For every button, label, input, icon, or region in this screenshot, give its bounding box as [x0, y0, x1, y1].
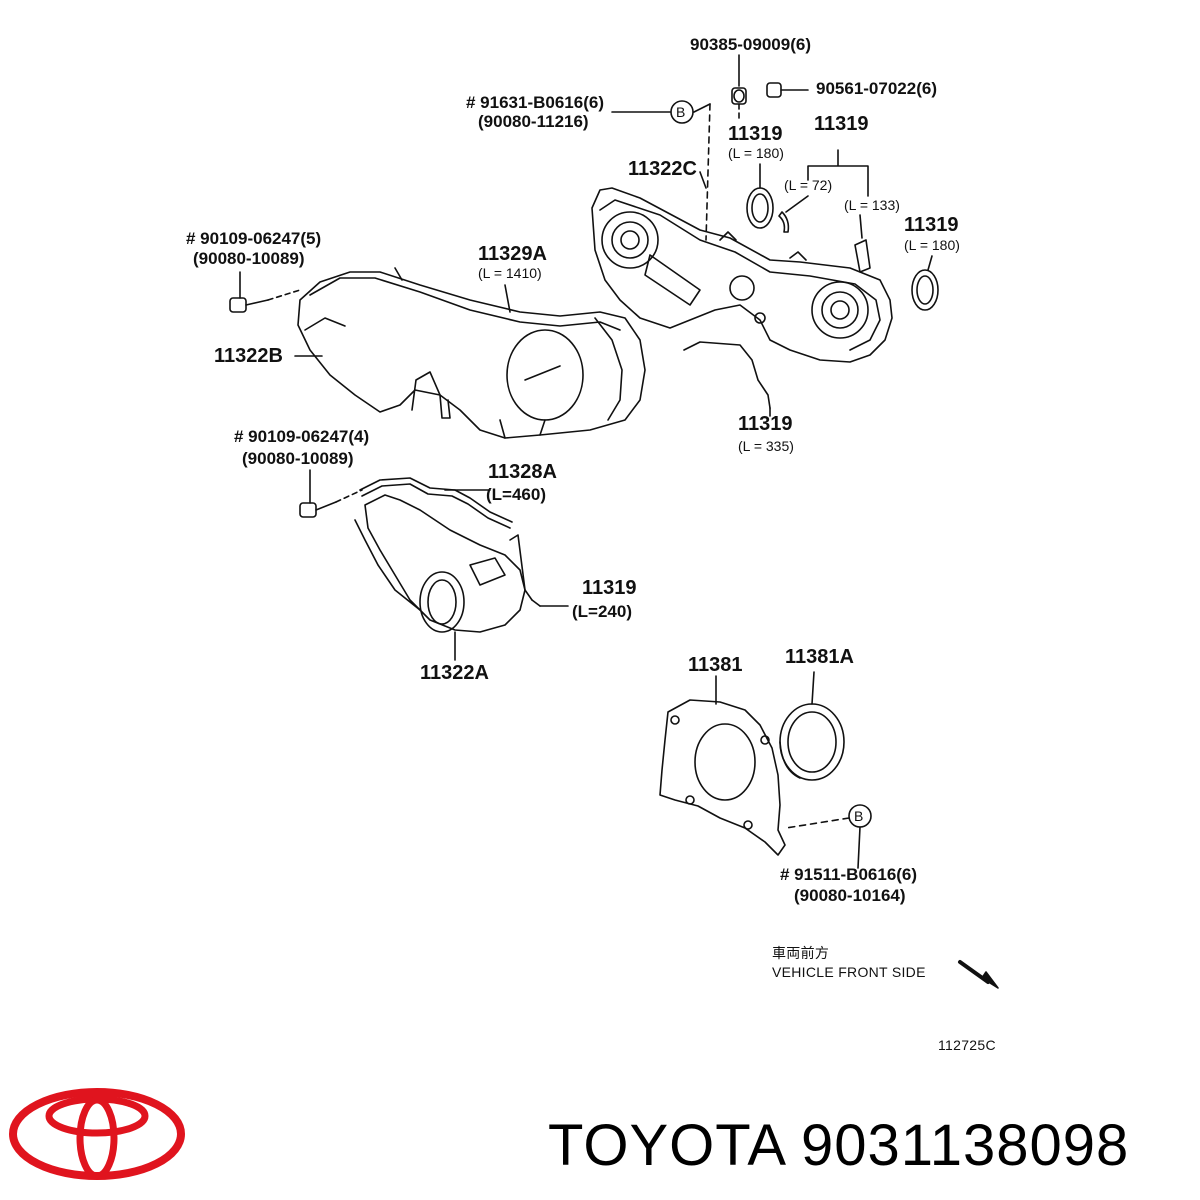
label-11319-c-length: (L = 180)	[904, 237, 960, 253]
seal-strip-11319-b2	[854, 214, 871, 273]
label-bolt-90080-10164: (90080-10164)	[794, 886, 906, 905]
circle-b-lower-label: B	[854, 808, 864, 824]
label-11322b: 11322B	[214, 345, 283, 367]
label-11319-e-length: (L=240)	[572, 602, 632, 621]
label-bolt-90080-10089-lower: (90080-10089)	[242, 449, 354, 468]
label-11319-e: 11319	[582, 577, 637, 599]
label-11322a: 11322A	[420, 662, 489, 684]
washer-90561-icon	[766, 82, 809, 98]
label-11319-b: 11319	[814, 113, 869, 135]
label-bolt-90080-10089-upper: (90080-10089)	[193, 249, 305, 268]
timing-cover-11322c	[591, 187, 893, 363]
seal-strip-11319-b1	[778, 195, 809, 233]
label-11319-a-length: (L = 180)	[728, 145, 784, 161]
vehicle-front-japanese: 車両前方	[772, 945, 830, 961]
bolt-90109-lower-icon	[299, 469, 363, 518]
gasket-strip-11319-d	[683, 341, 771, 409]
label-11381: 11381	[688, 654, 743, 676]
label-11319-b-length-2: (L = 133)	[844, 197, 900, 213]
label-11319-c: 11319	[904, 214, 959, 236]
timing-cover-11322a	[354, 494, 541, 633]
label-11329a-length: (L = 1410)	[478, 265, 542, 281]
seal-ring-11319-a	[746, 163, 774, 229]
circle-b-upper-icon	[670, 100, 694, 124]
circle-b-upper-label: B	[676, 104, 686, 120]
part-caption: TOYOTA 9031138098	[548, 1113, 1130, 1178]
label-11329a: 11329A	[478, 243, 547, 265]
oil-seal-11381a	[779, 703, 845, 781]
toyota-logo-icon	[9, 1088, 185, 1180]
label-bolt-90080-11216: (90080-11216)	[478, 112, 589, 131]
figure-code: 112725C	[938, 1037, 996, 1053]
label-bolt-91511: # 91511-B0616(6)	[780, 865, 918, 884]
label-11328a: 11328A	[488, 461, 557, 483]
bolt-90109-upper-icon	[229, 271, 301, 313]
label-11328a-length: (L=460)	[486, 485, 546, 504]
label-bolt-90109-upper: # 90109-06247(5)	[186, 229, 322, 248]
label-11319-d: 11319	[738, 413, 793, 435]
label-washer-90561: 90561-07022(6)	[816, 79, 937, 98]
label-bolt-91631: # 91631-B0616(6)	[466, 93, 604, 112]
label-11319-b-length-1: (L = 72)	[784, 177, 833, 193]
timing-cover-11322b	[297, 271, 646, 439]
bolt-90385-icon	[731, 54, 747, 105]
label-11319-a: 11319	[728, 123, 783, 145]
label-11322c: 11322C	[628, 158, 697, 180]
label-11381a: 11381A	[785, 646, 854, 668]
gasket-11328a	[359, 477, 513, 529]
seal-retainer-11381	[659, 699, 786, 856]
label-11319-d-length: (L = 335)	[738, 438, 794, 454]
label-bolt-90385: 90385-09009(6)	[690, 35, 811, 54]
vehicle-front-english: VEHICLE FRONT SIDE	[772, 964, 926, 980]
label-bolt-90109-lower: # 90109-06247(4)	[234, 427, 370, 446]
seal-ring-11319-c	[911, 255, 939, 311]
vehicle-front-arrow-icon	[958, 960, 999, 989]
